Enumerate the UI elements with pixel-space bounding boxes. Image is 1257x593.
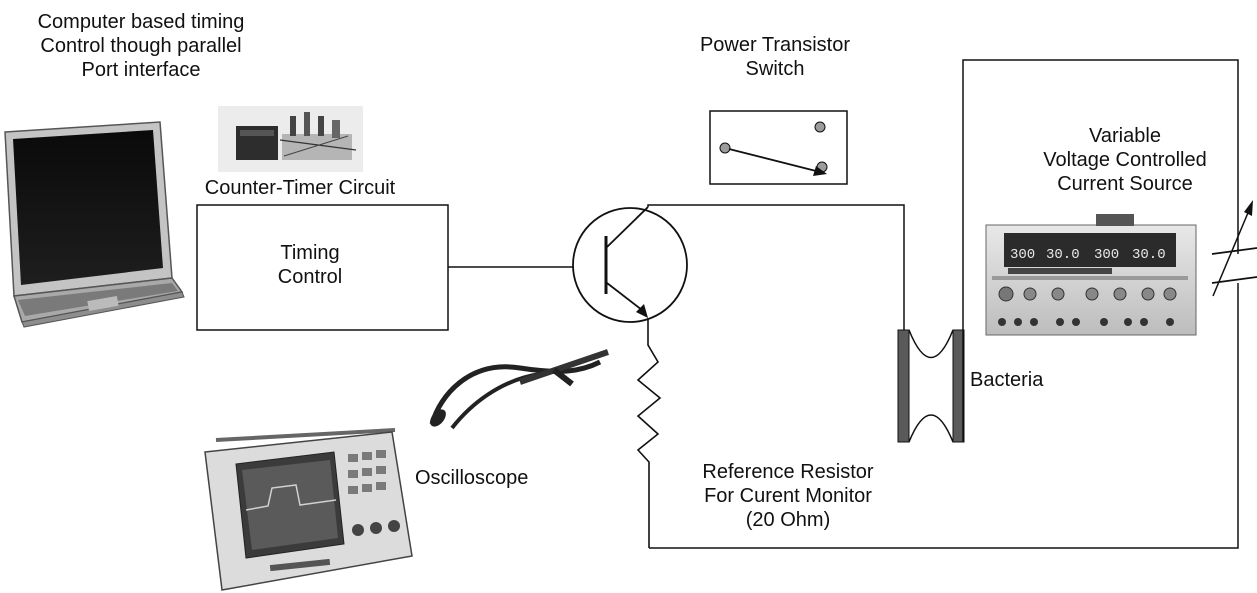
computer-label: Computer based timing Control though par… xyxy=(0,10,282,82)
current-source-line-3: Current Source xyxy=(1057,173,1193,195)
power-transistor-label: Power Transistor Switch xyxy=(670,33,880,81)
oscilloscope-label: Oscilloscope xyxy=(415,467,529,489)
timing-control-line-2: Control xyxy=(277,266,343,288)
variable-source-symbol xyxy=(1211,200,1257,297)
computer-label-line-1: Computer based timing xyxy=(37,11,245,33)
wire-collector-to-bacteria xyxy=(647,204,905,330)
ps-display-3: 300 xyxy=(1094,247,1119,263)
current-source-line-1: Variable xyxy=(1089,125,1161,147)
computer-label-line-3: Port interface xyxy=(81,59,201,81)
power-supply-image: 300 30.0 300 30.0 xyxy=(985,214,1197,336)
reference-resistor-line-3: (20 Ohm) xyxy=(745,509,831,531)
timing-control-box xyxy=(196,204,449,331)
power-transistor-line-1: Power Transistor xyxy=(699,34,851,56)
reference-resistor-line-2: For Curent Monitor xyxy=(704,485,872,507)
reference-resistor-line-1: Reference Resistor xyxy=(702,461,874,483)
timing-control-line-1: Timing xyxy=(280,242,340,264)
probe-image xyxy=(429,349,609,430)
transistor-symbol xyxy=(572,206,688,323)
power-transistor-line-2: Switch xyxy=(745,58,805,80)
counter-timer-image xyxy=(218,106,363,172)
bacteria-cell xyxy=(897,329,965,443)
computer-label-line-2: Control though parallel xyxy=(40,35,242,57)
laptop-image xyxy=(4,121,185,328)
counter-timer-label: Counter-Timer Circuit xyxy=(204,177,396,199)
reference-resistor-symbol xyxy=(636,318,662,548)
bacteria-label: Bacteria xyxy=(970,369,1044,391)
current-source-line-2: Voltage Controlled xyxy=(1043,149,1207,171)
ps-display-1: 300 xyxy=(1010,247,1035,263)
oscilloscope-image xyxy=(204,428,413,591)
ps-display-4: 30.0 xyxy=(1132,247,1166,263)
wire-return xyxy=(649,283,1239,549)
power-switch-symbol xyxy=(709,110,848,185)
timing-control-label: Timing Control xyxy=(250,241,370,289)
current-source-label: Variable Voltage Controlled Current Sour… xyxy=(1010,124,1240,196)
reference-resistor-label: Reference Resistor For Curent Monitor (2… xyxy=(666,460,910,532)
ps-display-2: 30.0 xyxy=(1046,247,1080,263)
wire-bacteria-to-source xyxy=(962,59,1239,442)
